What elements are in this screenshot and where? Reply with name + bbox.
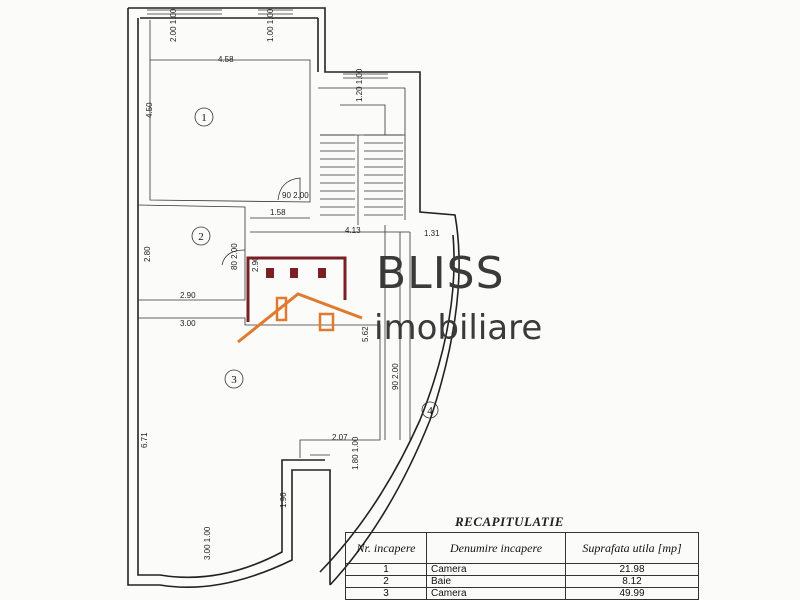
table-row: 3 Camera 49.99 xyxy=(345,587,699,600)
room-number-2: 2 xyxy=(198,231,204,243)
dimension: 2.80 xyxy=(143,246,152,262)
room-1-outline xyxy=(149,20,311,203)
stair-treads xyxy=(320,134,403,216)
header-name: Denumire incapere xyxy=(426,532,566,564)
opening-label: 90 2.00 xyxy=(391,363,400,390)
corridor xyxy=(250,217,411,440)
header-area: Suprafata utila [mp] xyxy=(565,532,699,564)
cell-area: 8.12 xyxy=(565,575,699,588)
cell-name: Camera xyxy=(426,587,566,600)
cell-name: Baie xyxy=(426,575,566,588)
dimension: 6.71 xyxy=(140,432,149,448)
room-number-4: 4 xyxy=(427,405,433,417)
opening-label: 1.20 1.00 xyxy=(355,68,364,102)
room-number-3: 3 xyxy=(231,374,237,386)
doors xyxy=(221,177,301,266)
cell-name: Camera xyxy=(426,563,566,576)
cell-area: 49.99 xyxy=(565,587,699,600)
room-2-outline xyxy=(137,204,246,301)
dimension: 5.62 xyxy=(361,326,370,342)
room-3-outline xyxy=(138,317,381,458)
recap-table: Nr. incapere Denumire incapere Suprafata… xyxy=(345,532,699,600)
watermark-sub: imobiliare xyxy=(374,308,543,348)
left-wall xyxy=(127,8,331,588)
dimension: 1.96 xyxy=(279,492,288,508)
cell-area: 21.98 xyxy=(565,563,699,576)
dimension: 2.90 xyxy=(180,291,196,300)
opening-label: 3.00 1.00 xyxy=(203,526,212,560)
opening-label: 1.80 1.00 xyxy=(351,436,360,470)
outer-wall xyxy=(128,7,460,586)
dimension: 4.50 xyxy=(145,102,154,118)
opening-label: 80 2.00 xyxy=(230,243,239,270)
dimension: 3.00 xyxy=(180,319,196,328)
bliss-logo xyxy=(237,256,363,344)
dimension: 4.13 xyxy=(345,226,361,235)
recap-title: RECAPITULATIE xyxy=(455,514,565,529)
staircase xyxy=(318,87,406,225)
watermark-brand: BLISS xyxy=(376,248,505,299)
inner-wall-right xyxy=(317,18,455,573)
dimension: 4.58 xyxy=(218,55,234,64)
cell-nr: 3 xyxy=(345,587,427,600)
dimension: 1.31 xyxy=(424,229,440,238)
opening-label: 1.00 1.00 xyxy=(266,8,275,42)
room-number-1: 1 xyxy=(201,112,207,124)
inner-wall xyxy=(137,17,325,579)
header-nr: Nr. incapere xyxy=(345,532,427,564)
dimension: 1.58 xyxy=(270,208,286,217)
table-row: 1 Camera 21.98 xyxy=(345,563,699,576)
table-row: 2 Baie 8.12 xyxy=(345,575,699,588)
windows xyxy=(147,9,388,456)
opening-label: 2.00 1.00 xyxy=(169,8,178,42)
opening-label: 90 2.00 xyxy=(282,191,309,200)
opening-label: 2.90 xyxy=(251,256,260,272)
cell-nr: 1 xyxy=(345,563,427,576)
dimension: 2.07 xyxy=(332,433,348,442)
cell-nr: 2 xyxy=(345,575,427,588)
